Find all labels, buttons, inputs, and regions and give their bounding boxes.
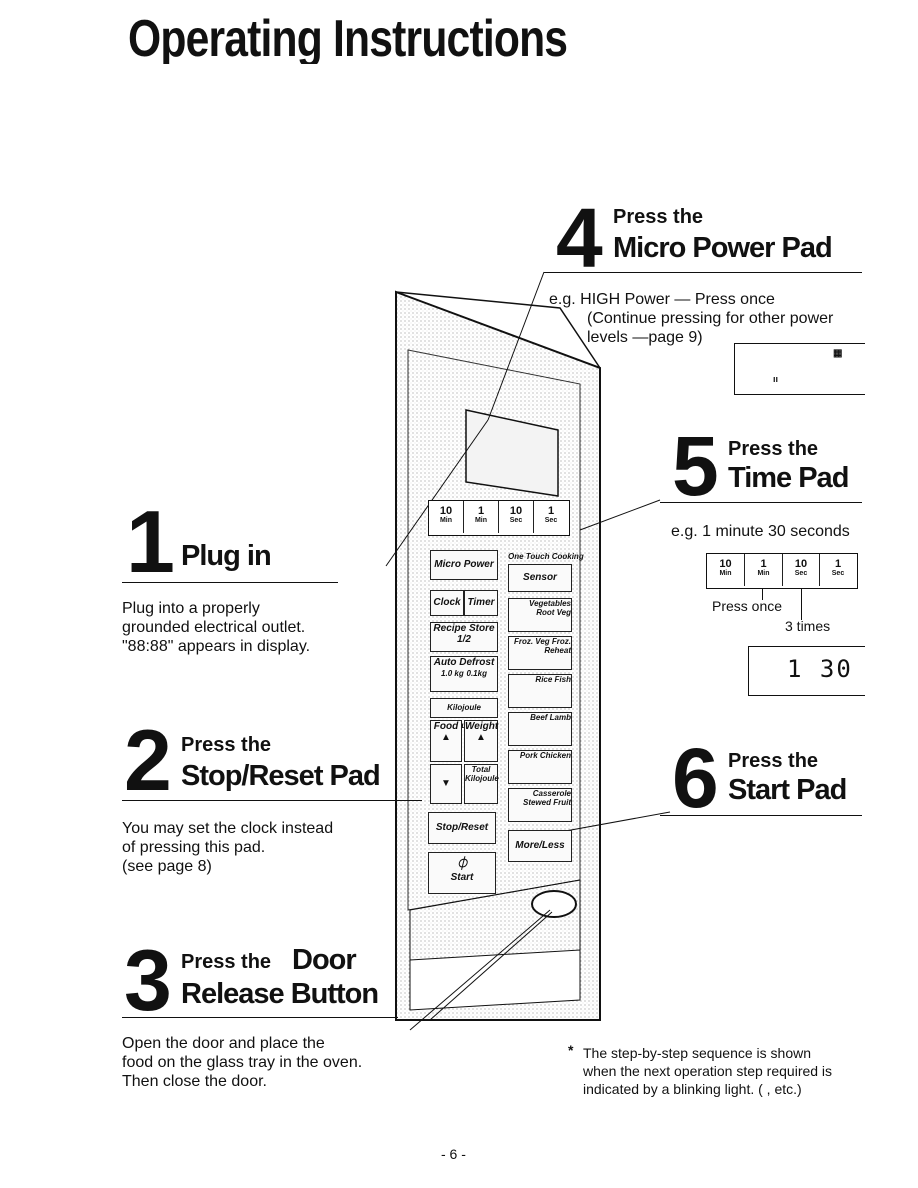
panel-total-kilojoule-pad[interactable]: Total Kilojoule bbox=[464, 764, 499, 804]
panel-pad-beef-lamb[interactable]: Beef Lamb bbox=[508, 712, 572, 746]
page-number: - 6 - bbox=[441, 1146, 466, 1162]
step6-title-small: Press the bbox=[728, 750, 819, 772]
three-times-label: 3 times bbox=[785, 618, 831, 634]
step4-title-small: Press the bbox=[613, 206, 704, 228]
step2-number: 2 bbox=[124, 713, 172, 809]
step4-example: e.g. HIGH Power — Press once (Continue p… bbox=[549, 291, 834, 346]
panel-timer-pad[interactable]: Timer bbox=[464, 590, 498, 616]
step5-number: 5 bbox=[672, 419, 719, 513]
three-times-pointer bbox=[801, 588, 802, 620]
panel-pad-froz-veg[interactable]: Froz. Veg Froz. Reheat bbox=[508, 636, 572, 670]
step4-title-large: Micro Power Pad bbox=[613, 232, 833, 264]
step3-body: Open the door and place the food on the … bbox=[122, 1035, 363, 1090]
panel-sensor-reheat-pad[interactable]: Sensor Reheat bbox=[508, 564, 572, 609]
step2-rule bbox=[122, 800, 422, 801]
panel-pad-rice-fish[interactable]: Rice Fish bbox=[508, 674, 572, 708]
step2-body: You may set the clock instead of pressin… bbox=[122, 820, 334, 875]
press-once-label: Press once bbox=[712, 598, 783, 614]
step3-rule bbox=[122, 1017, 398, 1018]
footnote-text: The step-by-step sequence is shown when … bbox=[583, 1045, 833, 1097]
display-dot: ıı bbox=[773, 374, 779, 384]
panel-down-pad[interactable]: ▼ bbox=[430, 764, 462, 804]
step1-title: Plug in bbox=[181, 540, 272, 572]
step4-number: 4 bbox=[556, 191, 603, 285]
step6-number: 6 bbox=[672, 731, 719, 825]
step1-rule bbox=[122, 582, 338, 583]
start-icon: ⏀ bbox=[455, 856, 469, 871]
step6-title-large: Start Pad bbox=[728, 774, 847, 806]
step5-display: 1 30 bbox=[748, 646, 865, 696]
panel-stop-reset-pad[interactable]: Stop/Reset bbox=[428, 812, 496, 844]
panel-weight-up-pad[interactable]: Weight▲ bbox=[464, 720, 498, 762]
step5-title-small: Press the bbox=[728, 438, 819, 460]
panel-pad-pork-chicken[interactable]: Pork Chicken bbox=[508, 750, 572, 784]
panel-food-up-pad[interactable]: Food▲ bbox=[430, 720, 462, 762]
panel-pad-casserole[interactable]: Casserole Stewed Fruit bbox=[508, 788, 572, 822]
step5-display-value: 1 30 bbox=[787, 655, 853, 683]
step2-title-small: Press the bbox=[181, 734, 272, 756]
display-indicator-icon: ▦ bbox=[833, 348, 843, 359]
step3-title-large: Release Button bbox=[181, 978, 379, 1010]
step5-rule bbox=[660, 502, 862, 503]
panel-kilojoule-calculator-label: Kilojoule Calculator bbox=[430, 698, 498, 730]
press-once-pointer bbox=[762, 588, 763, 600]
panel-clock-pad[interactable]: Clock bbox=[430, 590, 464, 616]
step5-example: e.g. 1 minute 30 seconds bbox=[671, 523, 850, 540]
step1-body: Plug into a properly grounded electrical… bbox=[122, 600, 311, 655]
panel-more-less-pad[interactable]: More/Less bbox=[508, 830, 572, 862]
step1-number: 1 bbox=[126, 492, 175, 591]
step3-title-door: Door bbox=[292, 944, 357, 976]
step3-title-small: Press the bbox=[181, 951, 272, 973]
step5-title-large: Time Pad bbox=[728, 462, 849, 494]
panel-micro-power-pad[interactable]: Micro Power bbox=[430, 550, 498, 580]
step4-rule bbox=[544, 272, 862, 273]
step4-display: ▦ ıı bbox=[734, 343, 865, 395]
footnote-bullet: * bbox=[568, 1042, 574, 1058]
page-header-title: Operating Instructions bbox=[128, 14, 568, 64]
panel-one-touch-label: One Touch Cooking bbox=[508, 552, 584, 561]
step6-rule bbox=[660, 815, 862, 816]
step2-title-large: Stop/Reset Pad bbox=[181, 760, 381, 792]
panel-pad-vegetables[interactable]: Vegetables Root Veg bbox=[508, 598, 572, 632]
panel-start-pad[interactable]: ⏀Start bbox=[428, 852, 496, 894]
step3-number: 3 bbox=[124, 933, 172, 1029]
